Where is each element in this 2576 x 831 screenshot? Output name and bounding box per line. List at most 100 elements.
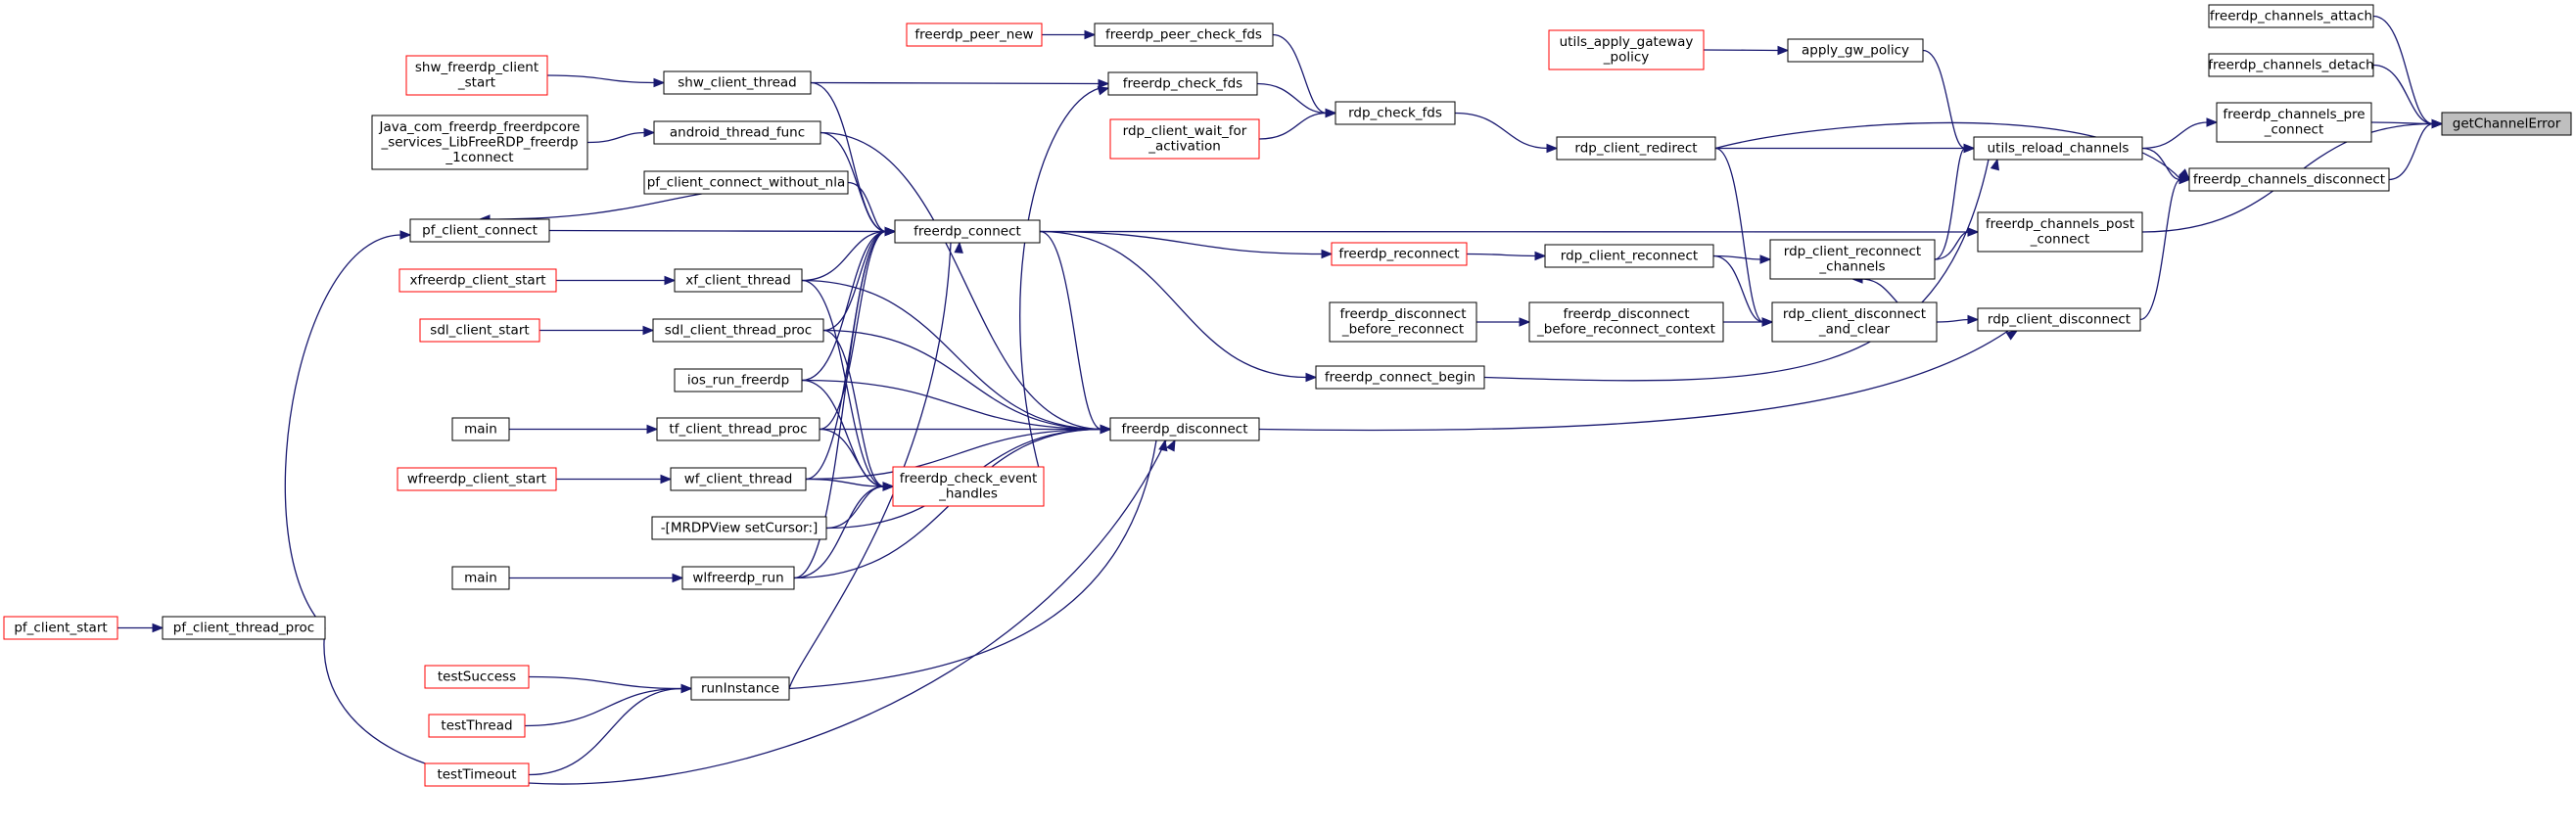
node-label: freerdp_channels_pre [2223, 107, 2365, 122]
node-box [892, 466, 1045, 507]
edge-line [805, 478, 885, 487]
edge-arrowhead [1967, 227, 1980, 237]
node-freerdp-disconnect-before-reconnect-context[interactable]: freerdp_disconnect_before_reconnect_cont… [1528, 301, 1724, 343]
node-label: pf_client_connect_without_nla [647, 174, 846, 190]
node-testsuccess[interactable]: testSuccess [424, 665, 530, 689]
node-label: sdl_client_thread_proc [665, 322, 812, 338]
edge-line [1934, 147, 1966, 260]
edge-arrowhead [1967, 314, 1980, 325]
node-getchannelerror[interactable]: getChannelError [2441, 112, 2572, 136]
node-label: freerdp_check_fds [1123, 75, 1242, 91]
edge-arrowhead [954, 241, 963, 254]
node-freerdp-channels-post-connect[interactable]: freerdp_channels_post_connect [1977, 211, 2143, 253]
edge-line [2372, 64, 2434, 125]
node-box [2208, 4, 2374, 28]
node-testthread[interactable]: testThread [428, 714, 526, 738]
node-rdp-client-reconnect[interactable]: rdp_client_reconnect [1544, 244, 1714, 268]
node-label: freerdp_channels_post [1986, 216, 2134, 232]
node-runinstance[interactable]: runInstance [690, 676, 790, 701]
edge-arrowhead [2178, 168, 2190, 180]
node-pf-client-connect-without-nla[interactable]: pf_client_connect_without_nla [643, 170, 849, 195]
node-pf-client-connect[interactable]: pf_client_connect [409, 218, 550, 243]
node-utils-reload-channels[interactable]: utils_reload_channels [1973, 136, 2143, 161]
node-label: freerdp_channels_disconnect [2193, 171, 2385, 187]
node-freerdp-peer-new[interactable]: freerdp_peer_new [906, 23, 1043, 47]
node-rdp-client-disconnect-and-clear[interactable]: rdp_client_disconnect_and_clear [1771, 301, 1938, 343]
node-freerdp-channels-disconnect[interactable]: freerdp_channels_disconnect [2188, 167, 2390, 192]
node-rdp-check-fds[interactable]: rdp_check_fds [1335, 101, 1456, 125]
node-freerdp-disconnect-before-reconnect[interactable]: freerdp_disconnect_before_reconnect [1329, 301, 1477, 343]
node-label: android_thread_func [670, 124, 805, 140]
edge-arrowhead [1519, 317, 1531, 327]
node-box [405, 55, 548, 96]
edge-arrowhead [152, 623, 164, 633]
node-pf-client-start[interactable]: pf_client_start [3, 616, 118, 640]
node-java-connect[interactable]: Java_com_freerdp_freerdpcore_services_Li… [371, 115, 588, 170]
node-label: freerdp_channels_attach [2210, 8, 2372, 23]
edge-line [284, 234, 402, 628]
node-xf-client-thread[interactable]: xf_client_thread [674, 268, 803, 293]
node-label: Java_com_freerdp_freerdpcore [379, 119, 581, 135]
edge-testtimeout-to-runinstance [528, 683, 693, 776]
node-rdp-client-reconnect-channels[interactable]: rdp_client_reconnect_channels [1769, 239, 1936, 280]
edge-shw-freerdp-client-start-to-shw-client-thread [546, 74, 666, 88]
node-box [1094, 23, 1274, 47]
node-label: _1connect [445, 150, 513, 165]
node-box [1973, 136, 2143, 161]
node-mrdpview-setcursor[interactable]: -[MRDPView setCursor:] [651, 516, 827, 540]
node-apply-gw-policy[interactable]: apply_gw_policy [1787, 38, 1924, 63]
node-rdp-client-disconnect[interactable]: rdp_client_disconnect [1977, 307, 2141, 332]
node-wf-client-thread[interactable]: wf_client_thread [670, 467, 807, 491]
edge-line [822, 329, 1102, 431]
node-shw-freerdp-client-start[interactable]: shw_freerdp_client_start [405, 55, 548, 96]
node-utils-apply-gateway-policy[interactable]: utils_apply_gateway_policy [1548, 29, 1705, 70]
node-box [2208, 53, 2374, 77]
node-box [643, 170, 849, 195]
node-freerdp-check-event-handles[interactable]: freerdp_check_event_handles [892, 466, 1045, 507]
node-sdl-client-start[interactable]: sdl_client_start [419, 318, 540, 343]
edge-line [2372, 15, 2434, 125]
node-box [371, 115, 588, 170]
node-label: apply_gw_policy [1802, 42, 1909, 58]
node-box [1329, 301, 1477, 343]
node-freerdp-disconnect[interactable]: freerdp_disconnect [1109, 417, 1260, 441]
node-testtimeout[interactable]: testTimeout [424, 762, 530, 787]
node-pf-client-thread-proc[interactable]: pf_client_thread_proc [162, 616, 326, 640]
node-freerdp-channels-detach[interactable]: freerdp_channels_detach [2208, 53, 2374, 77]
node-label: rdp_client_wait_for [1123, 123, 1247, 139]
node-label: pf_client_connect [422, 222, 538, 238]
node-wlfreerdp-run[interactable]: wlfreerdp_run [681, 566, 795, 590]
edge-rdp-client-reconnect-channels-to-utils-reload-channels [1934, 143, 1976, 260]
node-shw-client-thread[interactable]: shw_client_thread [663, 70, 812, 95]
edge-line [528, 675, 683, 690]
node-rdp-client-wait-for-activation[interactable]: rdp_client_wait_for_activation [1109, 118, 1260, 160]
node-main2[interactable]: main [451, 566, 510, 590]
node-box [1335, 101, 1456, 125]
node-freerdp-peer-check-fds[interactable]: freerdp_peer_check_fds [1094, 23, 1274, 47]
node-box [1556, 136, 1716, 161]
node-android-thread-func[interactable]: android_thread_func [653, 120, 821, 145]
node-freerdp-reconnect[interactable]: freerdp_reconnect [1331, 242, 1468, 266]
node-main1[interactable]: main [451, 417, 510, 441]
node-freerdp-channels-pre-connect[interactable]: freerdp_channels_pre_connect [2216, 102, 2372, 143]
node-wfreerdp-client-start[interactable]: wfreerdp_client_start [397, 467, 557, 491]
edge-line [1258, 112, 1328, 140]
node-tf-client-thread-proc[interactable]: tf_client_thread_proc [656, 417, 820, 441]
node-label: _connect [2264, 122, 2324, 138]
function-nodes: getChannelError freerdp_channels_attachfr… [3, 4, 2572, 787]
node-label: rdp_client_disconnect [1783, 306, 1926, 322]
node-rdp-client-redirect[interactable]: rdp_client_redirect [1556, 136, 1716, 161]
edge-arrowhead [882, 482, 895, 491]
node-sdl-client-thread-proc[interactable]: sdl_client_thread_proc [652, 318, 824, 343]
node-freerdp-channels-attach[interactable]: freerdp_channels_attach [2208, 4, 2374, 28]
edge-arrowhead [1963, 143, 1976, 154]
node-freerdp-check-fds[interactable]: freerdp_check_fds [1107, 71, 1258, 96]
node-ios-run-freerdp[interactable]: ios_run_freerdp [674, 368, 803, 392]
edge-rdp-client-disconnect-and-clear-to-rdp-client-disconnect [1936, 314, 1980, 325]
node-freerdp-connect[interactable]: freerdp_connect [894, 219, 1041, 244]
edge-line [805, 230, 887, 481]
node-label: shw_client_thread [678, 74, 796, 90]
node-xfreerdp-client-start[interactable]: xfreerdp_client_start [398, 268, 557, 293]
edge-line [1039, 230, 1324, 255]
node-freerdp-connect-begin[interactable]: freerdp_connect_begin [1315, 365, 1485, 390]
